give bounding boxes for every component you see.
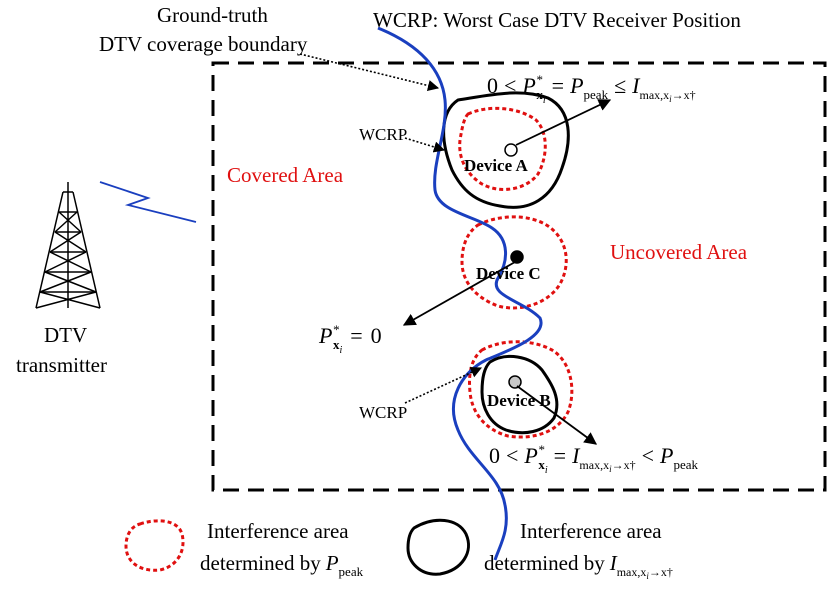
diagram-title: WCRP: Worst Case DTV Receiver Position: [373, 8, 741, 32]
transmitter-label: transmitter: [16, 353, 107, 377]
device-a-black-area: [442, 91, 570, 209]
formula-device-b: 0<P*xi=Imax,xi→x†<Ppeak: [489, 442, 699, 476]
device-b-marker: [508, 375, 522, 389]
leader-boundary: [299, 53, 440, 92]
device-c-marker: [510, 250, 524, 264]
arrow-device-c: [402, 261, 516, 326]
wcrp-label-top: WCRP: [359, 125, 407, 144]
device-a-marker: [504, 143, 518, 157]
coverage-boundary-curve: [377, 26, 543, 561]
device-c-red-area: [460, 215, 568, 310]
boundary-label-line2: DTV coverage boundary: [99, 32, 308, 56]
region-frame: [211, 61, 827, 492]
wcrp-label-bottom: WCRP: [359, 403, 407, 422]
device-b-red-area: [468, 340, 574, 439]
legend-red-line1: Interference area: [207, 519, 349, 543]
boundary-label-line1: Ground-truth: [157, 3, 268, 27]
device-c-label: Device C: [476, 264, 541, 283]
legend-black-line1: Interference area: [520, 519, 662, 543]
formula-device-a: 0<P*xi=Ppeak≤Imax,xi→x†: [487, 72, 696, 106]
legend-black-area-swatch: [406, 518, 470, 576]
signal-icon: [99, 181, 197, 223]
device-a-red-area: [458, 106, 547, 191]
leader-wcrp-top: [404, 137, 446, 153]
device-b-black-area: [480, 354, 559, 435]
device-b-label: Device B: [487, 391, 551, 410]
legend-red-area-swatch: [124, 519, 185, 572]
uncovered-area-label: Uncovered Area: [610, 240, 748, 264]
device-a-label: Device A: [464, 156, 528, 175]
tower-icon: [35, 182, 101, 309]
formula-device-c: P*xi=0: [318, 322, 382, 356]
arrow-device-b: [516, 385, 598, 445]
covered-area-label: Covered Area: [227, 163, 344, 187]
arrow-device-a: [515, 99, 612, 146]
dtv-label: DTV: [44, 323, 87, 347]
leader-wcrp-bottom: [404, 367, 483, 404]
